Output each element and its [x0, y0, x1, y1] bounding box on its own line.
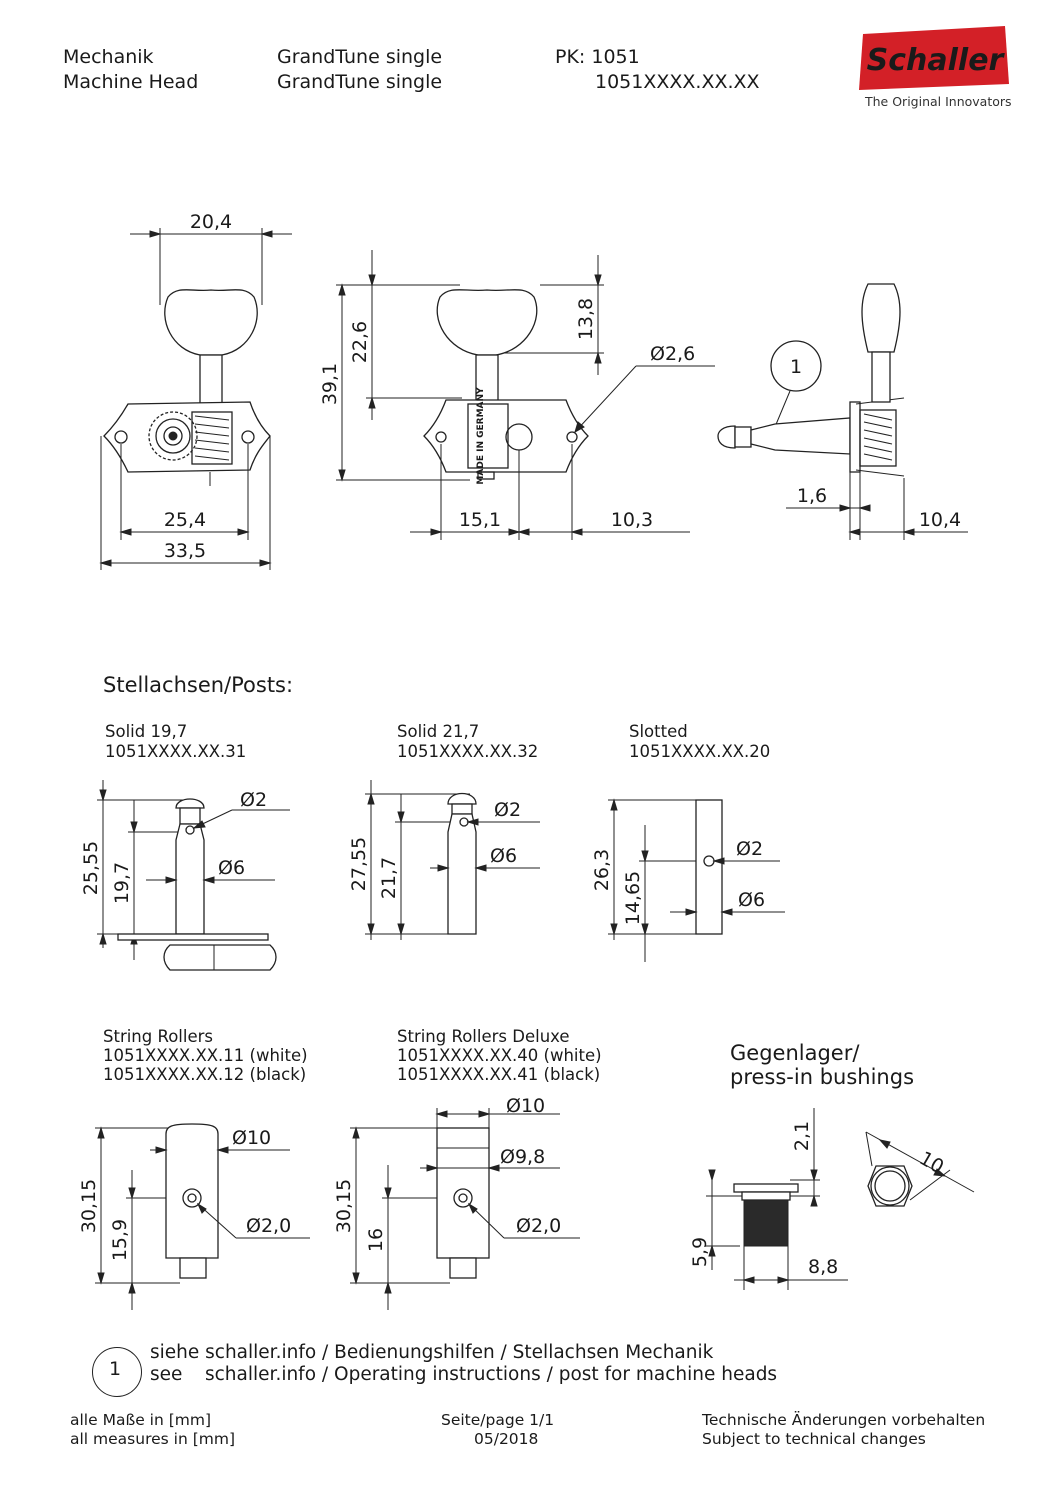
dim-mid-height: 22,6: [349, 321, 371, 363]
dim-total-width: 33,5: [164, 540, 206, 562]
dim-depth: 10,4: [919, 509, 961, 531]
logo-tagline: The Original Innovators: [865, 94, 1012, 109]
footer-disclaimer-en: Subject to technical changes: [702, 1430, 926, 1448]
dim-deluxe-top-diameter: Ø10: [506, 1095, 545, 1117]
dim-hole-spacing: 25,4: [164, 509, 206, 531]
made-in-germany-stamp: MADE IN GERMANY: [476, 387, 486, 485]
roller-deluxe-code-black: 1051XXXX.XX.41 (black): [397, 1065, 601, 1084]
legend-line-en: schaller.info / Operating instructions /…: [205, 1364, 778, 1385]
dim-deluxe-hole-height: 16: [365, 1228, 387, 1252]
dim-right-offset: 10,3: [611, 509, 653, 531]
posts-drawings: 25,55 19,7 Ø2 Ø6 27,55: [80, 780, 785, 971]
roller-drawing: 30,15 15,9 Ø10 Ø2,0: [78, 1123, 310, 1310]
dim-post2-length: 21,7: [378, 857, 400, 899]
dim-bushing-height: 5,9: [689, 1237, 711, 1267]
dim-post2-hole: Ø2: [494, 799, 521, 821]
dim-roller-total: 30,15: [78, 1179, 100, 1233]
dim-post3-total: 26,3: [591, 849, 613, 891]
footer-page: Seite/page 1/1: [441, 1411, 555, 1429]
header-article-number: 1051XXXX.XX.XX: [595, 71, 760, 93]
dim-top-width: 20,4: [190, 211, 232, 233]
rollers-drawings: 30,15 15,9 Ø10 Ø2,0 30,15 16: [78, 1095, 975, 1310]
bushings-title-de: Gegenlager/: [730, 1041, 860, 1065]
dim-deluxe-total: 30,15: [333, 1179, 355, 1233]
logo-badge-icon: Schaller: [859, 26, 1009, 90]
callout-circle: [770, 340, 822, 392]
machine-head-drawings: 20,4 25,4 33,5: [99, 211, 968, 570]
post-solid-197-title: Solid 19,7: [105, 722, 188, 741]
dim-bushing-diameter: 8,8: [808, 1256, 838, 1278]
header-part-name-de: Mechanik: [63, 46, 154, 68]
bushing-hex-drawing: 10: [865, 1131, 975, 1207]
logo-brand-text: Schaller: [867, 43, 1006, 78]
dim-post1-length: 19,7: [111, 862, 133, 904]
dim-left-offset: 15,1: [459, 509, 501, 531]
header-model-de: GrandTune single: [277, 46, 443, 68]
header-pk-number: PK: 1051: [555, 46, 640, 68]
top-view-drawing: 20,4 25,4 33,5: [99, 211, 292, 570]
post-solid-197-code: 1051XXXX.XX.31: [105, 742, 247, 761]
dim-gap: 1,6: [797, 485, 827, 507]
dim-deluxe-mid-diameter: Ø9,8: [500, 1146, 545, 1168]
legend-line-en-prefix: see: [150, 1364, 183, 1385]
post-slotted-title: Slotted: [629, 722, 688, 741]
roller-code-black: 1051XXXX.XX.12 (black): [103, 1065, 307, 1084]
dim-knob-height: 13,8: [575, 298, 597, 340]
post-slotted-code: 1051XXXX.XX.20: [629, 742, 771, 761]
post-solid-217-title: Solid 21,7: [397, 722, 480, 741]
bushings-title-en: press-in bushings: [730, 1065, 915, 1089]
dim-roller-hole: Ø2,0: [246, 1215, 291, 1237]
posts-heading: Stellachsen/Posts:: [103, 673, 294, 697]
roller-deluxe-title: String Rollers Deluxe: [397, 1027, 570, 1046]
legend-callout-number: 1: [109, 1358, 122, 1380]
roller-title: String Rollers: [103, 1027, 214, 1046]
footer-units-de: alle Maße in [mm]: [70, 1411, 212, 1429]
dim-post2-total: 27,55: [348, 837, 370, 891]
roller-code-white: 1051XXXX.XX.11 (white): [103, 1046, 308, 1065]
end-view-drawing: 1 1,6 10,4: [717, 283, 968, 540]
dim-post2-diameter: Ø6: [490, 845, 517, 867]
footer-units-en: all measures in [mm]: [70, 1430, 235, 1448]
post-solid-217-drawing: 27,55 21,7 Ø2 Ø6: [348, 780, 540, 940]
dim-total-height: 39,1: [319, 363, 341, 405]
header-model-en: GrandTune single: [277, 71, 443, 93]
roller-deluxe-drawing: 30,15 16 Ø10 Ø9,8 Ø2,0: [333, 1095, 580, 1310]
dim-post3-hole: Ø2: [736, 838, 763, 860]
footer-date: 05/2018: [474, 1430, 539, 1448]
legend-line-de: siehe schaller.info / Bedienungshilfen /…: [150, 1342, 714, 1363]
post-solid-197-drawing: 25,55 19,7 Ø2 Ø6: [80, 780, 290, 971]
post-solid-217-code: 1051XXXX.XX.32: [397, 742, 539, 761]
callout-number: 1: [790, 356, 802, 378]
dim-post3-slot-height: 14,65: [622, 871, 644, 925]
footer-disclaimer-de: Technische Änderungen vorbehalten: [702, 1411, 986, 1429]
dim-post1-hole: Ø2: [240, 789, 267, 811]
dim-post1-total: 25,55: [80, 841, 102, 895]
roller-deluxe-code-white: 1051XXXX.XX.40 (white): [397, 1046, 602, 1065]
schaller-logo: Schaller The Original Innovators: [855, 22, 1015, 112]
dim-roller-hole-height: 15,9: [109, 1219, 131, 1261]
dim-post3-diameter: Ø6: [738, 889, 765, 911]
bushing-side-drawing: 2,1 5,9 8,8: [689, 1108, 848, 1290]
dim-deluxe-hole: Ø2,0: [516, 1215, 561, 1237]
dim-bushing-flange: 2,1: [791, 1121, 813, 1151]
dim-post1-diameter: Ø6: [218, 857, 245, 879]
header-part-name-en: Machine Head: [63, 71, 199, 93]
side-view-drawing: 39,1 22,6 13,8 MADE IN GERMANY Ø2,6: [319, 250, 715, 540]
post-slotted-drawing: 26,3 14,65 Ø2 Ø6: [591, 798, 785, 962]
dim-roller-diameter: Ø10: [232, 1127, 271, 1149]
dim-mount-hole-diameter: Ø2,6: [650, 343, 695, 365]
legend-callout-circle: [92, 1347, 142, 1397]
